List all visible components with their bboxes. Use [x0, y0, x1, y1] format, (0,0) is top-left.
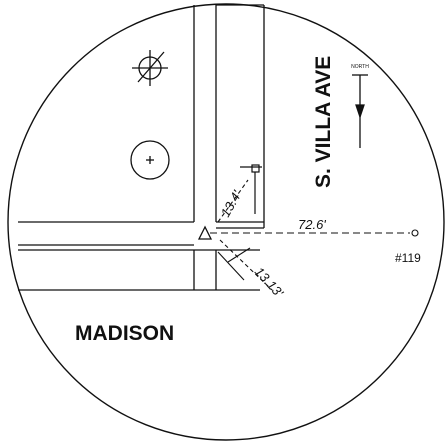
dim-13-4: 13.4' — [218, 187, 245, 219]
north-label: NORTH — [351, 64, 369, 70]
utility-pole-icon — [132, 50, 168, 86]
madison-lines — [18, 221, 264, 291]
street-label-madison: MADISON — [75, 322, 174, 345]
dim-72-6: 72.6' — [298, 217, 326, 232]
north-arrow-icon — [352, 74, 368, 148]
detail-circle — [7, 3, 445, 441]
sign-post-icon — [240, 164, 262, 214]
villa-ave-lines — [193, 4, 265, 290]
dim-13-13: 13.13' — [252, 264, 287, 300]
manhole-icon — [130, 140, 170, 180]
dimension-lines — [210, 179, 419, 291]
lot-number: #119 — [395, 251, 421, 265]
survey-point-icon — [197, 225, 213, 240]
street-label-villa: S. VILLA AVE — [312, 56, 335, 188]
